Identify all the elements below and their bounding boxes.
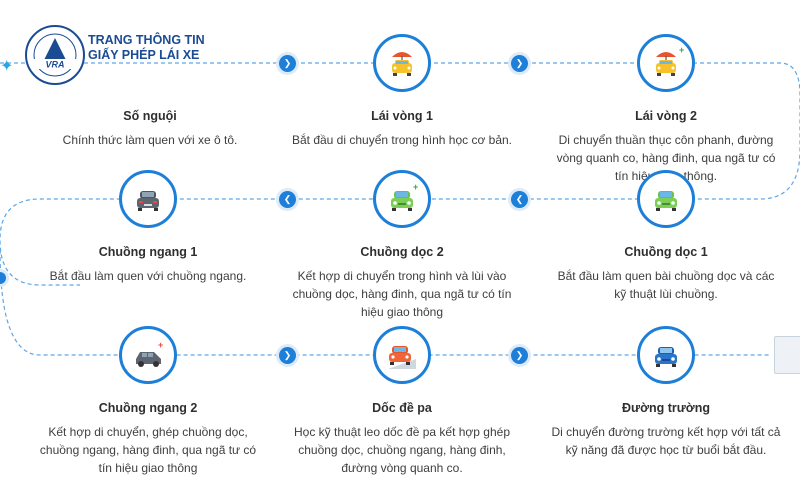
left-edge-marker (0, 272, 6, 284)
step-chuong-ngang-1: Chuồng ngang 1 Bắt đầu làm quen với chuồ… (18, 170, 278, 285)
car-slope-red-icon (388, 346, 416, 369)
document-icon (774, 336, 800, 374)
logo-mark: VRA (45, 60, 64, 70)
step-icon-circle (637, 326, 695, 384)
chevron-right-icon[interactable]: ❯ (511, 347, 528, 364)
step-title: Chuồng dọc 1 (624, 245, 708, 259)
chevron-right-icon[interactable]: ❯ (511, 55, 528, 72)
svg-text:+: + (413, 182, 418, 192)
step-icon-circle (119, 170, 177, 228)
car-front-green-plus-icon: + (391, 182, 418, 211)
step-desc: Chính thức làm quen với xe ô tô. (62, 133, 238, 147)
chevron-right-icon[interactable]: ❯ (279, 347, 296, 364)
step-icon-circle: + (637, 34, 695, 92)
step-chuong-doc-1: Chuồng dọc 1 Bắt đầu làm quen bài chuồng… (536, 170, 796, 303)
svg-text:+: + (679, 45, 684, 55)
chevron-left-icon[interactable]: ❮ (279, 191, 296, 208)
step-icon-circle: + (119, 326, 177, 384)
chevron-right-icon[interactable]: ❯ (279, 55, 296, 72)
step-title: Chuồng ngang 2 (98, 401, 198, 415)
car-umbrella-yellow-icon (392, 52, 412, 76)
step-lai-vong-2: + Lái vòng 2 Di chuyển thuần thục côn ph… (536, 34, 796, 185)
step-desc: Bắt đầu làm quen với chuồng ngang. (49, 269, 247, 283)
car-umbrella-plus-icon: + (656, 45, 684, 76)
step-so-nguoi: Số nguội Chính thức làm quen với xe ô tô… (20, 34, 280, 149)
svg-text:+: + (158, 340, 163, 350)
step-title: Đường trường (622, 401, 710, 415)
step-icon-circle (637, 170, 695, 228)
car-rear-grey-icon (137, 191, 159, 211)
step-duong-truong: Đường trường Di chuyển đường trường kết … (536, 326, 796, 459)
chevron-left-icon[interactable]: ❮ (511, 191, 528, 208)
step-icon-circle (373, 326, 431, 384)
step-icon-circle (373, 34, 431, 92)
step-title: Chuồng ngang 1 (98, 245, 198, 259)
step-icon-circle: + (373, 170, 431, 228)
star-icon: ✦ (0, 58, 14, 75)
car-front-green-icon (655, 191, 677, 211)
step-title: Dốc đề pa (372, 401, 432, 415)
vra-logo: VRA (24, 24, 86, 86)
step-desc: Bắt đầu di chuyển trong hình học cơ bản. (291, 133, 513, 147)
car-side-grey-plus-icon: + (136, 340, 163, 367)
step-chuong-ngang-2: + Chuồng ngang 2 Kết hợp di chuyển, ghép… (18, 326, 278, 477)
step-chuong-doc-2: + Chuồng dọc 2 Kết hợp di chuyển trong h… (272, 170, 532, 321)
brand-line-2: GIẤY PHÉP LÁI XE (88, 48, 200, 62)
step-desc: Kết hợp di chuyển, ghép chuồng dọc,chuồn… (39, 425, 257, 475)
step-doc-de-pa: Dốc đề pa Học kỹ thuật leo dốc đề pa kết… (272, 326, 532, 477)
step-title: Chuồng dọc 2 (360, 245, 444, 259)
step-lai-vong-1: Lái vòng 1 Bắt đầu di chuyển trong hình … (272, 34, 532, 149)
step-title: Lái vòng 1 (371, 109, 433, 123)
step-title: Lái vòng 2 (635, 109, 697, 123)
brand-line-1: TRANG THÔNG TIN (88, 33, 205, 47)
brand-title: TRANG THÔNG TIN GIẤY PHÉP LÁI XE (88, 33, 205, 63)
step-title: Số nguội (123, 109, 177, 123)
car-front-blue-icon (655, 347, 677, 367)
step-desc: Di chuyển đường trường kết hợp với tất c… (551, 425, 781, 457)
